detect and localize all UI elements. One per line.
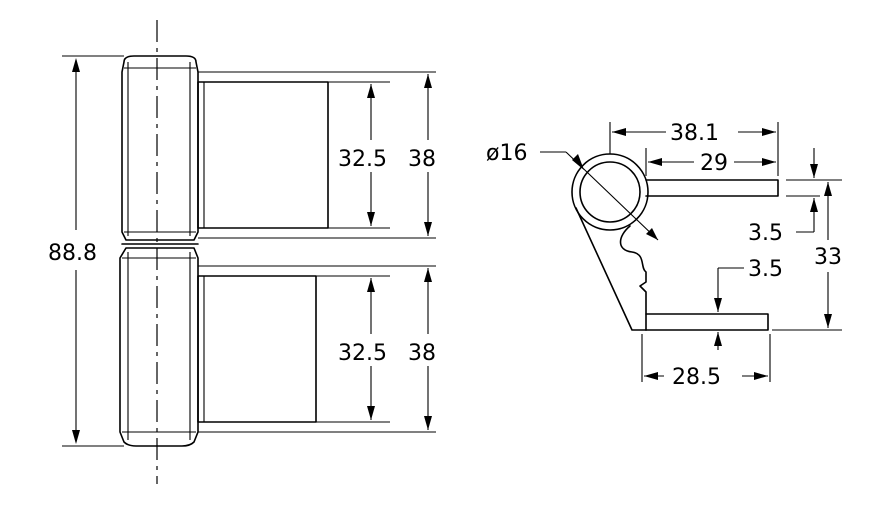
dimension-upper-outer: 38: [408, 74, 436, 236]
dimension-lower-leaf-length: 28.5: [644, 365, 768, 390]
end-web-inner-profile: [619, 225, 647, 331]
dimension-upper-leaf-thickness: 3.5: [748, 148, 818, 246]
end-lower-leaf: [645, 313, 769, 331]
lower-leaf-thickness-label: 3.5: [748, 257, 783, 282]
barrel-upper-knuckle: [121, 55, 199, 241]
lower-inner-label: 32.5: [338, 341, 387, 366]
upper-leaf-span-label: 38.1: [670, 121, 719, 146]
end-view: ø16 38.1 29 3.5: [486, 121, 842, 390]
dimension-overall-height: 88.8: [48, 58, 97, 444]
lower-leaf: [197, 265, 436, 433]
dimension-barrel-diameter: ø16: [486, 141, 659, 241]
side-view: 88.8 32.5 38 32.5: [48, 20, 436, 484]
dimension-lower-leaf-thickness: 3.5: [714, 257, 783, 350]
upper-leaf-length-label: 29: [700, 151, 728, 176]
leaf-offset-label: 33: [814, 245, 842, 270]
end-upper-leaf: [645, 179, 779, 197]
end-web-outline: [575, 207, 647, 331]
barrel-inner-circle: [579, 161, 641, 223]
upper-outer-label: 38: [408, 147, 436, 172]
dimension-upper-leaf-length: 29: [648, 151, 776, 176]
upper-leaf: [197, 71, 436, 239]
dimension-leaf-offset: 33: [814, 182, 842, 328]
lower-outer-label: 38: [408, 341, 436, 366]
upper-inner-label: 32.5: [338, 147, 387, 172]
overall-height-label: 88.8: [48, 241, 97, 266]
barrel-lower-knuckle: [119, 247, 199, 447]
barrel-diameter-label: ø16: [486, 141, 527, 166]
barrel-outer-circle: [571, 153, 649, 231]
dimension-lower-inner: 32.5: [338, 278, 387, 420]
dimension-lower-outer: 38: [408, 268, 436, 430]
dimension-upper-leaf-span: 38.1: [612, 121, 776, 146]
lower-leaf-length-label: 28.5: [672, 365, 721, 390]
upper-leaf-thickness-label: 3.5: [748, 221, 783, 246]
dimension-upper-inner: 32.5: [338, 84, 387, 226]
